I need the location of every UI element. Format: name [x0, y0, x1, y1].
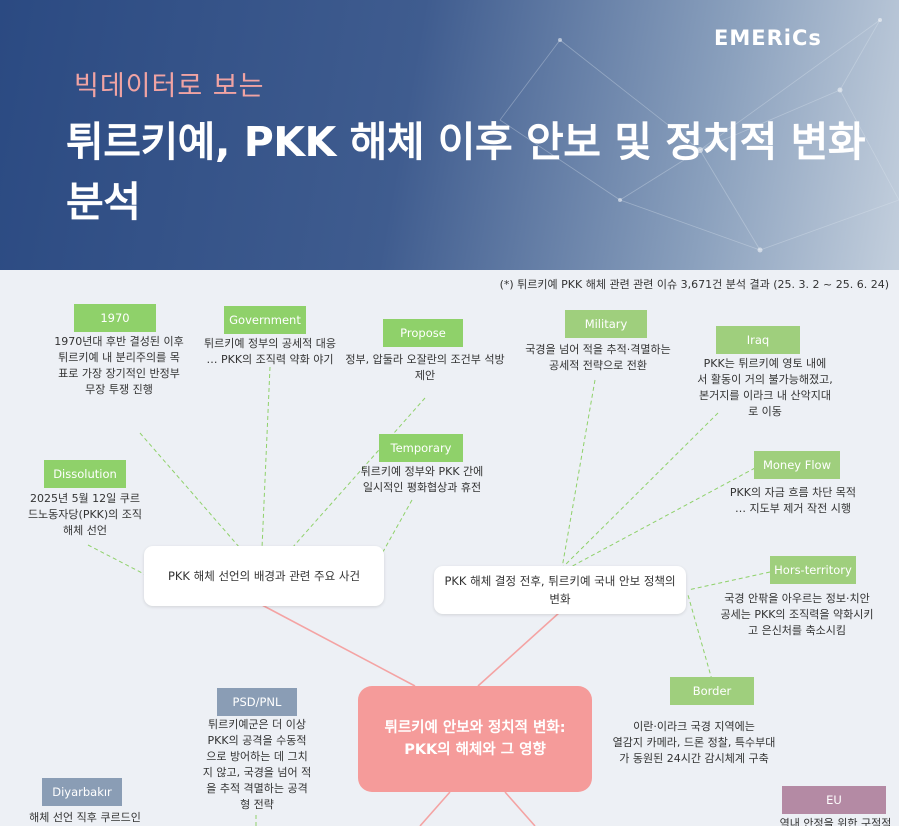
connector-center-left-hub	[261, 604, 416, 687]
header-banner: EMERiCs 빅데이터로 보는 튀르키예, PKK 해체 이후 안보 및 정치…	[0, 0, 899, 270]
connector-dissolution	[87, 544, 147, 576]
source-note: (*) 튀르키예 PKK 해체 관련 관련 이슈 3,671건 분석 결과 (2…	[499, 278, 889, 291]
hub-right-security-policy: PKK 해체 결정 전후, 튀르키예 국내 안보 정책의 변화	[434, 566, 686, 614]
hub-left-background-events: PKK 해체 선언의 배경과 관련 주요 사건	[144, 546, 384, 606]
node-desc-government: 튀르키예 정부의 공세적 대응 … PKK의 조직력 약화 야기	[204, 337, 336, 366]
node-desc-temporary: 튀르키예 정부와 PKK 간에 일시적인 평화협상과 휴전	[360, 465, 484, 494]
node-label-hors-territory: Hors-territory	[770, 556, 856, 584]
node-label-propose: Propose	[383, 319, 463, 347]
connector-money-flow	[564, 467, 756, 571]
connector-center-right-hub	[477, 611, 561, 687]
node-desc-hors-territory: 국경 안팎을 아우르는 정보·치안 공세는 PKK의 조직력을 약화시키 고 은…	[720, 592, 874, 637]
page-subtitle: 빅데이터로 보는	[74, 71, 265, 102]
connector-center-bottom-right	[504, 791, 536, 826]
page-title: 튀르키예, PKK 해체 이후 안보 및 정치적 변화 분석	[66, 118, 866, 226]
connector-1970	[139, 432, 241, 549]
node-label-money-flow: Money Flow	[754, 451, 840, 479]
node-desc-diyarbakir: 해체 선언 직후 쿠르드인	[29, 811, 141, 824]
node-label-military: Military	[565, 310, 647, 338]
node-desc-money-flow: PKK의 자금 흐름 차단 목적 … 지도부 제거 작전 시행	[729, 486, 857, 515]
center-topic-line1: 튀르키예 안보와 정치적 변화:	[384, 720, 566, 736]
node-desc-psd-pnl: 튀르키예군은 더 이상 PKK의 공격을 수동적 으로 방어하는 데 그치 지 …	[202, 718, 312, 811]
network-background-graphic	[499, 18, 899, 253]
connector-hors-territory	[687, 571, 771, 591]
node-label-eu: EU	[782, 786, 886, 814]
connector-border	[687, 594, 713, 681]
node-label-dissolution: Dissolution	[44, 460, 126, 488]
connector-center-bottom-left	[419, 791, 451, 826]
node-label-temporary: Temporary	[379, 434, 463, 462]
node-desc-iraq: PKK는 튀르키예 영토 내에 서 활동이 거의 불가능해졌고, 본거지를 이라…	[697, 357, 833, 418]
center-topic-line2: PKK의 해체와 그 영향	[404, 742, 546, 758]
node-desc-military: 국경을 넘어 적을 추적·격멸하는 공세적 전략으로 전환	[525, 343, 671, 372]
node-desc-propose: 정부, 압둘라 오잘란의 조건부 석방 제안	[345, 353, 505, 382]
connector-propose	[291, 397, 426, 549]
node-desc-1970: 1970년대 후반 결성된 이후 튀르키예 내 분리주의를 목 표로 가장 장기…	[54, 335, 184, 396]
emerics-logo: EMERiCs	[714, 26, 822, 50]
connector-iraq	[561, 412, 719, 569]
node-label-iraq: Iraq	[716, 326, 800, 354]
node-desc-dissolution: 2025년 5월 12일 쿠르 드노동자당(PKK)의 조직 해체 선언	[27, 492, 143, 537]
node-label-1970: 1970	[74, 304, 156, 332]
node-label-diyarbakir: Diyarbakır	[42, 778, 122, 806]
center-topic-box: 튀르키예 안보와 정치적 변화: PKK의 해체와 그 영향	[358, 686, 592, 792]
node-label-psd-pnl: PSD/PNL	[217, 688, 297, 716]
connector-military	[561, 379, 596, 569]
node-desc-eu: 역내 안정을 위한 구적적	[779, 817, 892, 826]
node-label-border: Border	[670, 677, 754, 705]
node-desc-border: 이란·이라크 국경 지역에는 열감지 카메라, 드론 정찰, 특수부대 가 동원…	[612, 720, 776, 765]
connector-government	[261, 366, 271, 549]
node-label-government: Government	[224, 306, 306, 334]
